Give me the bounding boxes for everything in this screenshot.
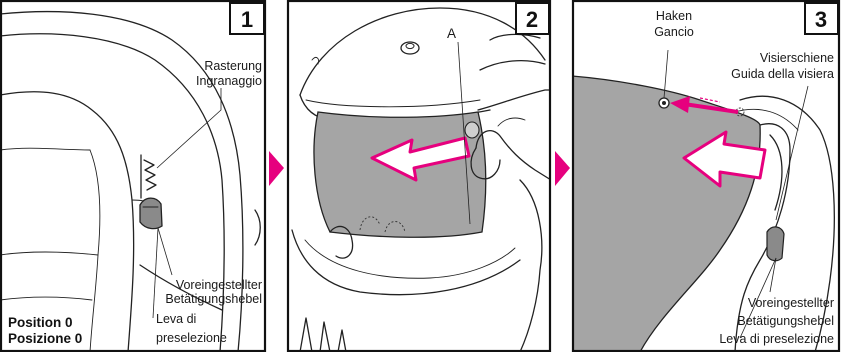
helmet-visor-illustration	[292, 8, 551, 352]
hook-label-de: Haken	[656, 9, 692, 23]
lever-label-de-2: Betätigungshebel	[165, 292, 262, 306]
step-3-number: 3	[815, 7, 827, 32]
ratchet-label-de: Rasterung	[204, 59, 262, 73]
panel-1: 1 Rasterung Ingranaggio Voreingestellter…	[0, 1, 265, 352]
step-1-number: 1	[241, 7, 253, 32]
panel-2: A 2	[288, 1, 551, 352]
lever-label-de-1: Voreingestellter	[748, 296, 834, 310]
lever-label-it-2: preselezione	[156, 331, 227, 345]
position-label-de: Position 0	[8, 315, 73, 330]
lever-label-it-1: Leva di	[156, 312, 196, 326]
visor-shape	[572, 76, 760, 352]
play-triangle-icon	[269, 151, 284, 186]
point-a-label: A	[447, 26, 456, 41]
lever-label-de-1: Voreingestellter	[176, 278, 262, 292]
play-triangle-icon	[555, 151, 570, 186]
hook-label-it: Gancio	[654, 25, 694, 39]
ratchet-label-it: Ingranaggio	[196, 74, 262, 88]
rail-label-it: Guida della visiera	[731, 67, 834, 81]
panel-3: 3 Haken Gancio Visierschiene Guida della…	[572, 1, 839, 352]
visor-shape	[314, 112, 486, 237]
step-2-number: 2	[526, 7, 538, 32]
lever-label-de-2: Betätigungshebel	[737, 314, 834, 328]
lever-label-it: Leva di preselezione	[719, 332, 834, 346]
visor-rail-illustration	[572, 76, 834, 352]
position-label-it: Posizione 0	[8, 331, 82, 346]
rail-label-de: Visierschiene	[760, 51, 834, 65]
